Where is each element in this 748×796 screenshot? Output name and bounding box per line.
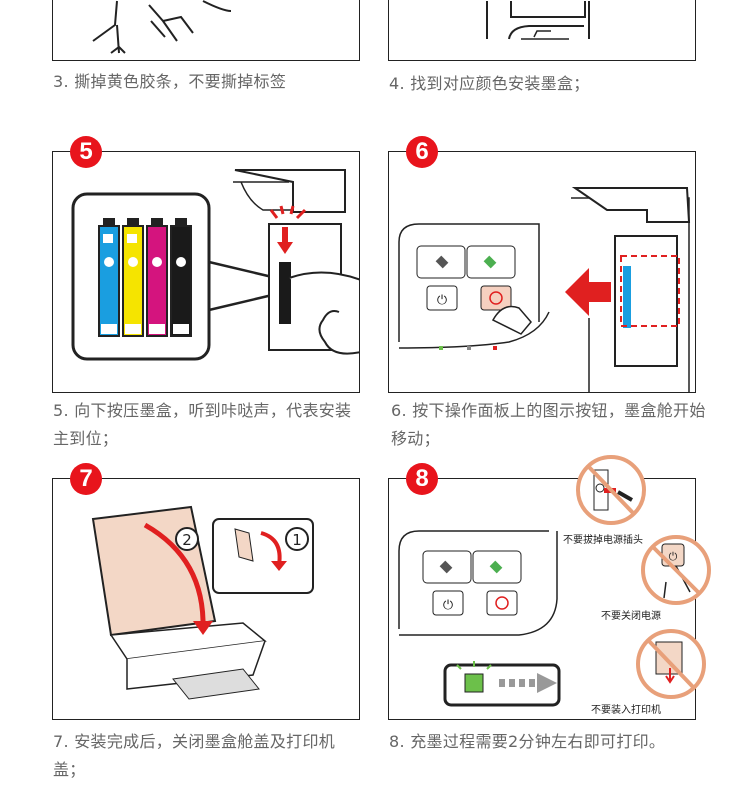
step-8-illustration: ⏻ 不要拔掉电源插头 不要关闭电源 不要装入打印机 bbox=[388, 478, 696, 720]
step-7-illustration: 2 1 bbox=[52, 478, 360, 720]
step-5-caption: 5. 向下按压墨盒，听到咔哒声，代表安装主到位； bbox=[53, 401, 352, 448]
svg-text:⏻: ⏻ bbox=[437, 293, 447, 308]
step-6-caption: 6. 按下操作面板上的图示按钮，墨盒舱开始移动； bbox=[391, 401, 706, 448]
warning-load-paper: 不要装入打印机 bbox=[591, 705, 661, 716]
step-6-illustration: ⏻ bbox=[388, 151, 696, 393]
step-3-illustration bbox=[52, 0, 360, 61]
step-4-caption: 4. 找到对应颜色安装墨盒； bbox=[389, 74, 590, 93]
step-6-badge: 6 bbox=[406, 136, 438, 168]
warning-unplug: 不要拔掉电源插头 bbox=[563, 535, 643, 546]
step-5-badge: 5 bbox=[70, 136, 102, 168]
step-8-badge: 8 bbox=[406, 463, 438, 495]
close-lid-drawing: 2 1 bbox=[91, 505, 314, 700]
cartridge-black bbox=[170, 218, 192, 337]
peel-tape-drawing bbox=[92, 0, 232, 54]
printer-drawing bbox=[486, 1, 590, 40]
press-cartridge-drawing bbox=[71, 169, 359, 361]
control-panel-drawing: ⏻ bbox=[398, 187, 691, 392]
callout-1: 1 bbox=[292, 531, 302, 549]
callout-2: 2 bbox=[182, 531, 192, 549]
step-7-caption: 7. 安装完成后，关闭墨盒舱盖及打印机盖； bbox=[53, 732, 336, 779]
step-5-illustration bbox=[52, 151, 360, 393]
cartridge-magenta bbox=[146, 218, 168, 337]
cartridge-yellow bbox=[122, 218, 144, 337]
svg-text:⏻: ⏻ bbox=[443, 598, 453, 613]
warning-power-off: 不要关闭电源 bbox=[601, 611, 661, 622]
step-3-caption: 3. 撕掉黄色胶条，不要撕掉标签 bbox=[53, 72, 287, 91]
step-7-badge: 7 bbox=[70, 463, 102, 495]
step-8-caption: 8. 充墨过程需要2分钟左右即可打印。 bbox=[389, 732, 666, 751]
ink-charging-drawing: ⏻ bbox=[398, 530, 561, 707]
cartridge-cyan bbox=[98, 218, 120, 337]
step-4-illustration bbox=[388, 0, 696, 61]
